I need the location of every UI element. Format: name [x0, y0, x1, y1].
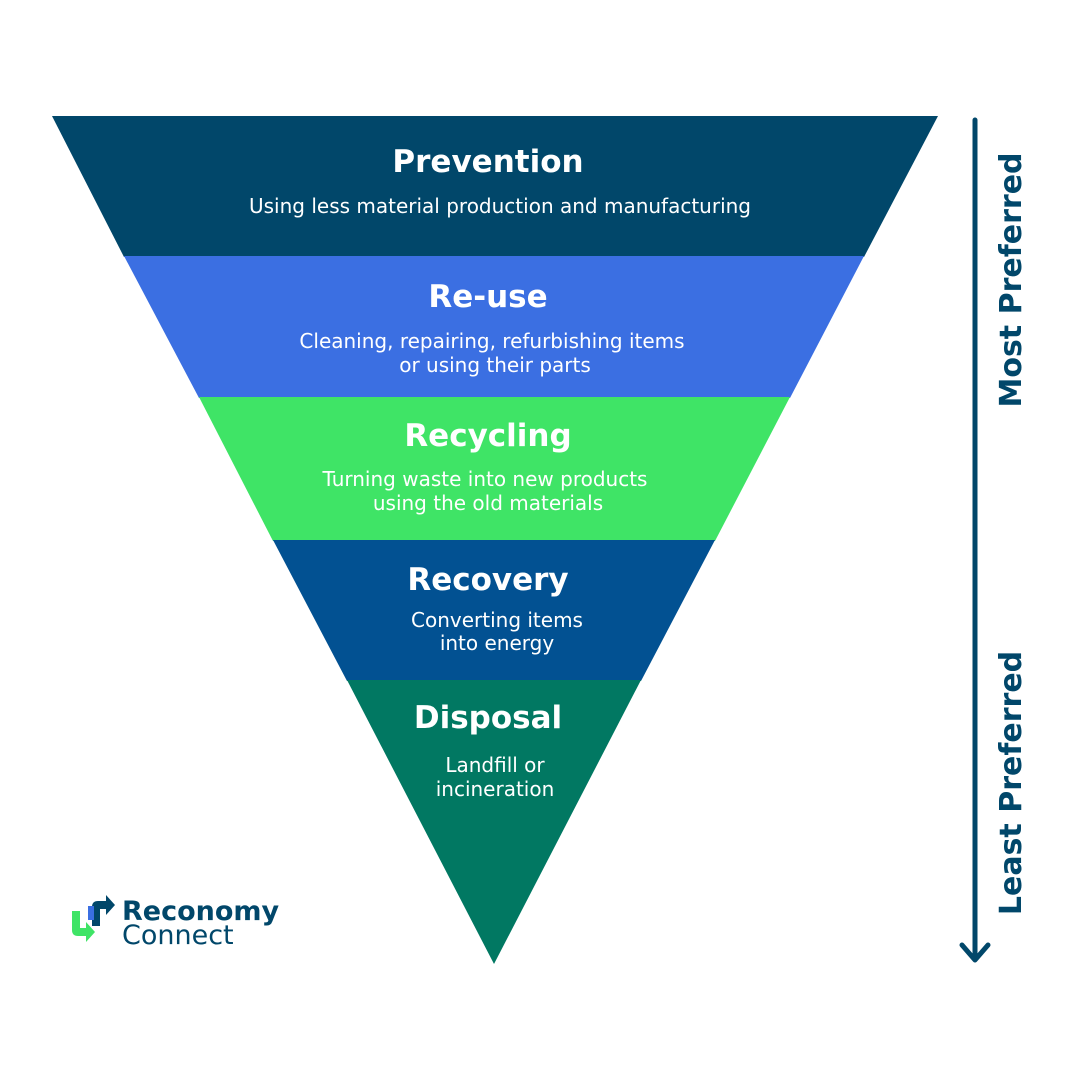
tier-prevention: Prevention Using less material productio…	[52, 116, 938, 257]
tier-recovery-description-line-2: into energy	[440, 631, 555, 655]
tier-recovery-band	[273, 540, 715, 681]
tier-reuse-description-line-2: or using their parts	[399, 353, 591, 377]
tier-disposal-title: Disposal	[414, 700, 562, 736]
tier-reuse-band	[124, 256, 864, 398]
tier-recycling-band	[199, 397, 790, 541]
tier-prevention-description-line-1: Using less material production and manuf…	[249, 194, 751, 218]
inverted-pyramid: Prevention Using less material productio…	[52, 116, 938, 964]
least-preferred-label: Least Preferred	[994, 651, 1029, 915]
recycle-arrows-icon	[72, 895, 115, 942]
preference-arrow-head-icon	[959, 942, 991, 963]
tier-recovery-title: Recovery	[407, 562, 568, 598]
logo-text-line-2: Connect	[122, 920, 234, 951]
tier-reuse-title: Re-use	[428, 279, 547, 315]
logo-text-line-1: Reconomy	[122, 896, 280, 927]
tier-reuse-description-line-1: Cleaning, repairing, refurbishing items	[299, 329, 684, 353]
most-preferred-label: Most Preferred	[994, 152, 1029, 407]
logo-top-arrow-icon	[92, 895, 115, 926]
tier-disposal-description-line-2: incineration	[436, 777, 555, 801]
tier-disposal-band	[347, 680, 641, 964]
preference-scale: Most Preferred Least Preferred	[959, 117, 1029, 963]
tier-disposal-description-line-1: Landfill or	[445, 753, 545, 777]
tier-recovery-description-line-1: Converting items	[411, 608, 583, 632]
tier-reuse: Re-use Cleaning, repairing, refurbishing…	[124, 256, 864, 398]
tier-prevention-title: Prevention	[392, 144, 583, 180]
logo-mid-segment-icon	[88, 906, 94, 920]
tier-recovery: Recovery Converting items into energy	[273, 540, 715, 681]
reconomy-connect-logo: Reconomy Connect	[72, 895, 280, 951]
tier-recycling-description-line-2: using the old materials	[373, 491, 603, 515]
tier-disposal: Disposal Landfill or incineration	[347, 680, 641, 964]
tier-recycling-title: Recycling	[404, 418, 571, 454]
tier-prevention-band	[52, 116, 938, 257]
logo-bottom-arrow-icon	[72, 911, 95, 942]
tier-recycling: Recycling Turning waste into new product…	[199, 397, 790, 541]
tier-recycling-description-line-1: Turning waste into new products	[322, 467, 648, 491]
